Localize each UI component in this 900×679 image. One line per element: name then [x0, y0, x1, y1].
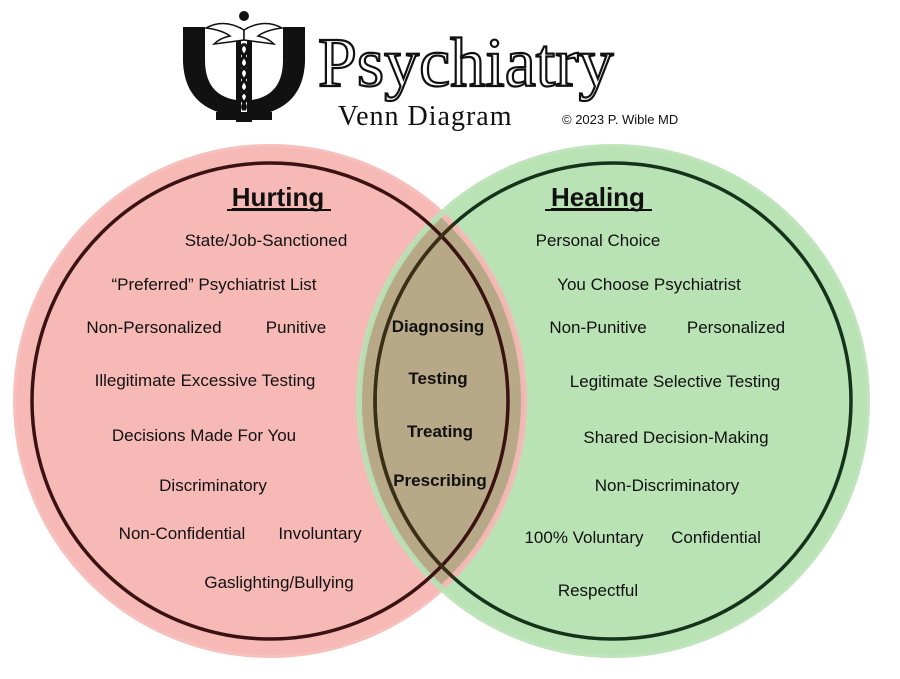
hurting-circle-outline — [30, 161, 510, 641]
copyright-note: © 2023 P. Wible MD — [562, 112, 678, 127]
healing-item: You Choose Psychiatrist — [557, 275, 741, 294]
overlap-items: Diagnosing Testing Treating Prescribing — [392, 317, 487, 490]
healing-item: Personalized — [687, 318, 785, 337]
hurting-item: Punitive — [266, 318, 326, 337]
hurting-heading: Hurting — [232, 182, 324, 212]
healing-item: Non-Punitive — [549, 318, 646, 337]
healing-item: Legitimate Selective Testing — [570, 372, 780, 391]
hurting-item: Non-Personalized — [86, 318, 221, 337]
hurting-item: State/Job-Sanctioned — [185, 231, 348, 250]
hurting-item: Gaslighting/Bullying — [204, 573, 353, 592]
psi-caduceus-logo — [183, 11, 305, 122]
hurting-item: Involuntary — [278, 524, 362, 543]
hurting-item: Decisions Made For You — [112, 426, 296, 445]
healing-item: Shared Decision-Making — [583, 428, 768, 447]
hurting-item: Illegitimate Excessive Testing — [95, 371, 316, 390]
healing-item: Non-Discriminatory — [595, 476, 740, 495]
healing-items: Personal Choice You Choose Psychiatrist … — [524, 231, 785, 600]
healing-item: 100% Voluntary — [524, 528, 644, 547]
overlap-item: Testing — [408, 369, 467, 388]
healing-item: Personal Choice — [536, 231, 661, 250]
hurting-item: Discriminatory — [159, 476, 267, 495]
healing-item: Respectful — [558, 581, 638, 600]
overlap-item: Diagnosing — [392, 317, 485, 336]
page-subtitle: Venn Diagram — [338, 101, 513, 132]
healing-item: Confidential — [671, 528, 761, 547]
overlap-item: Treating — [407, 422, 473, 441]
healing-heading: Healing — [551, 182, 645, 212]
hurting-items: State/Job-Sanctioned “Preferred” Psychia… — [86, 231, 362, 592]
overlap-region — [359, 147, 524, 655]
page-title: Psychiatry — [318, 25, 614, 102]
overlap-item: Prescribing — [393, 471, 487, 490]
hurting-item: Non-Confidential — [119, 524, 246, 543]
hurting-item: “Preferred” Psychiatrist List — [112, 275, 317, 294]
